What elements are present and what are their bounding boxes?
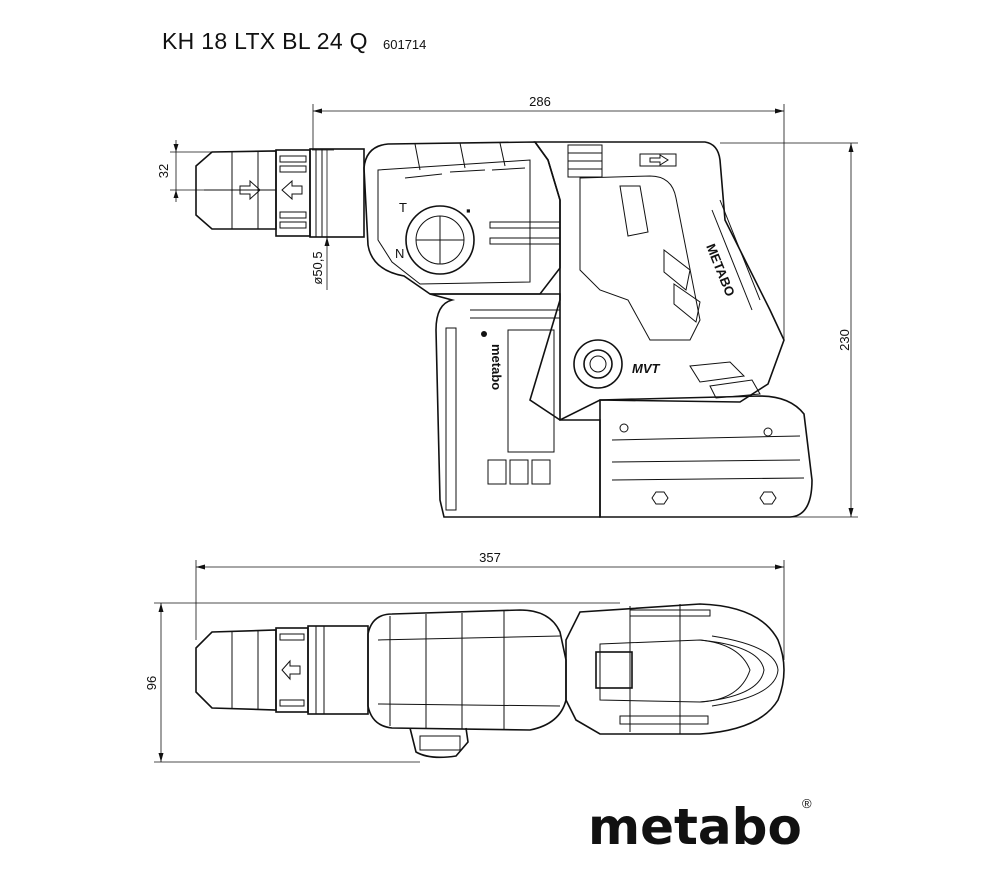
dimension-width: 96 <box>144 602 620 763</box>
mvt-badge-label: MVT <box>632 361 661 376</box>
dimension-32-label: 32 <box>156 164 171 178</box>
battery-side <box>599 395 813 518</box>
dimension-height: 230 <box>720 142 858 518</box>
dimension-230-label: 230 <box>837 329 852 351</box>
svg-text:N: N <box>395 246 404 261</box>
handle-brand-label: METABO <box>703 242 738 299</box>
dimension-50-label: ø50,5 <box>310 251 325 284</box>
dimension-96-label: 96 <box>144 676 159 690</box>
dimension-length-bottom: 357 <box>195 550 785 660</box>
article-number: 601714 <box>383 37 427 52</box>
chuck-side <box>195 148 365 238</box>
model-title: KH 18 LTX BL 24 Q <box>162 28 368 54</box>
metabo-logo: metabo ® <box>588 796 812 856</box>
dimension-length-top: 286 <box>312 94 785 340</box>
dimension-chuck: 32 <box>156 140 212 202</box>
housing-brand-label: metabo <box>489 344 504 390</box>
motor-body-side: metabo <box>429 293 601 518</box>
svg-text:▪: ▪ <box>466 203 471 218</box>
svg-text:T: T <box>399 200 407 215</box>
side-view: 286 230 32 <box>156 94 858 518</box>
dimension-286-label: 286 <box>529 94 551 109</box>
handle-top <box>565 603 785 735</box>
logo-wordmark: metabo <box>588 798 802 856</box>
chuck-top <box>195 625 369 715</box>
housing-top <box>367 609 567 759</box>
logo-registered: ® <box>802 796 812 811</box>
top-view: 357 96 <box>144 550 812 856</box>
dimension-357-label: 357 <box>479 550 501 565</box>
handle-side: METABO MVT <box>529 141 785 421</box>
housing-side: T ▪ N <box>363 141 561 295</box>
